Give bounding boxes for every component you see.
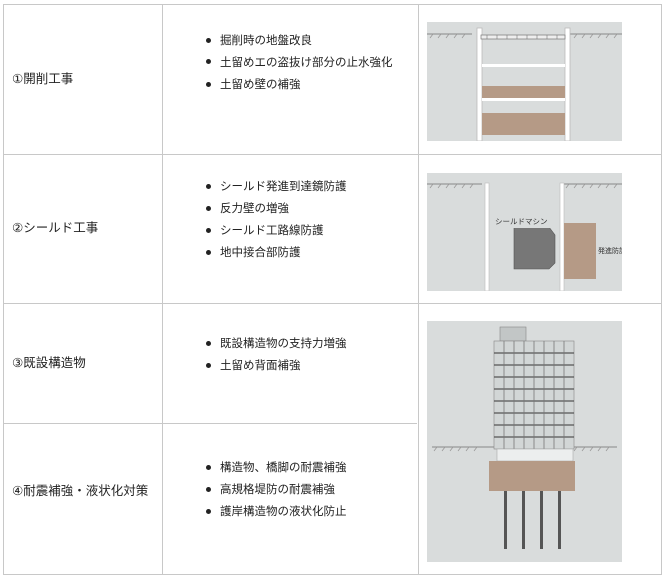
- row-divider: [4, 154, 661, 155]
- row-label-existing: ③既設構造物: [12, 355, 86, 370]
- list-item: 土留めエの盗抜け部分の止水強化: [204, 51, 409, 73]
- open-cut-figure: [427, 22, 622, 142]
- row-label-open-cut: ①開削工事: [12, 71, 74, 86]
- row-items-existing: 既設構造物の支持力増強 土留め背面補強: [204, 332, 409, 376]
- method-table: ①開削工事 掘削時の地盤改良 土留めエの盗抜け部分の止水強化 土留め壁の補強 ②…: [3, 4, 662, 575]
- list-item: 掘削時の地盤改良: [204, 29, 409, 51]
- list-item: 土留め壁の補強: [204, 73, 409, 95]
- row-divider: [4, 303, 661, 304]
- row-items-seismic: 構造物、橋脚の耐震補強 高規格堤防の耐震補強 護岸構造物の液状化防止: [204, 456, 409, 522]
- list-item: 既設構造物の支持力増強: [204, 332, 409, 354]
- shield-figure: シールドマシン 発進防護: [427, 173, 626, 292]
- column-divider: [418, 5, 419, 574]
- row-divider: [4, 423, 417, 424]
- list-item: 護岸構造物の液状化防止: [204, 500, 409, 522]
- list-item: 土留め背面補強: [204, 354, 409, 376]
- list-item: 高規格堤防の耐震補強: [204, 478, 409, 500]
- shield-machine-label: シールドマシン: [495, 217, 548, 226]
- list-item: シールド発進到達鏡防護: [204, 175, 409, 197]
- list-item: シールド工路線防護: [204, 219, 409, 241]
- launch-protection-label: 発進防護: [598, 246, 622, 255]
- row-items-shield: シールド発進到達鏡防護 反力壁の増強 シールド工路線防護 地中接合部防護: [204, 175, 409, 263]
- building-figure: [427, 321, 622, 562]
- list-item: 反力壁の増強: [204, 197, 409, 219]
- list-item: 地中接合部防護: [204, 241, 409, 263]
- list-item: 構造物、橋脚の耐震補強: [204, 456, 409, 478]
- row-items-open-cut: 掘削時の地盤改良 土留めエの盗抜け部分の止水強化 土留め壁の補強: [204, 29, 409, 95]
- column-divider: [162, 5, 163, 574]
- row-label-shield: ②シールド工事: [12, 220, 99, 235]
- row-label-seismic: ④耐震補強・液状化対策: [12, 483, 149, 498]
